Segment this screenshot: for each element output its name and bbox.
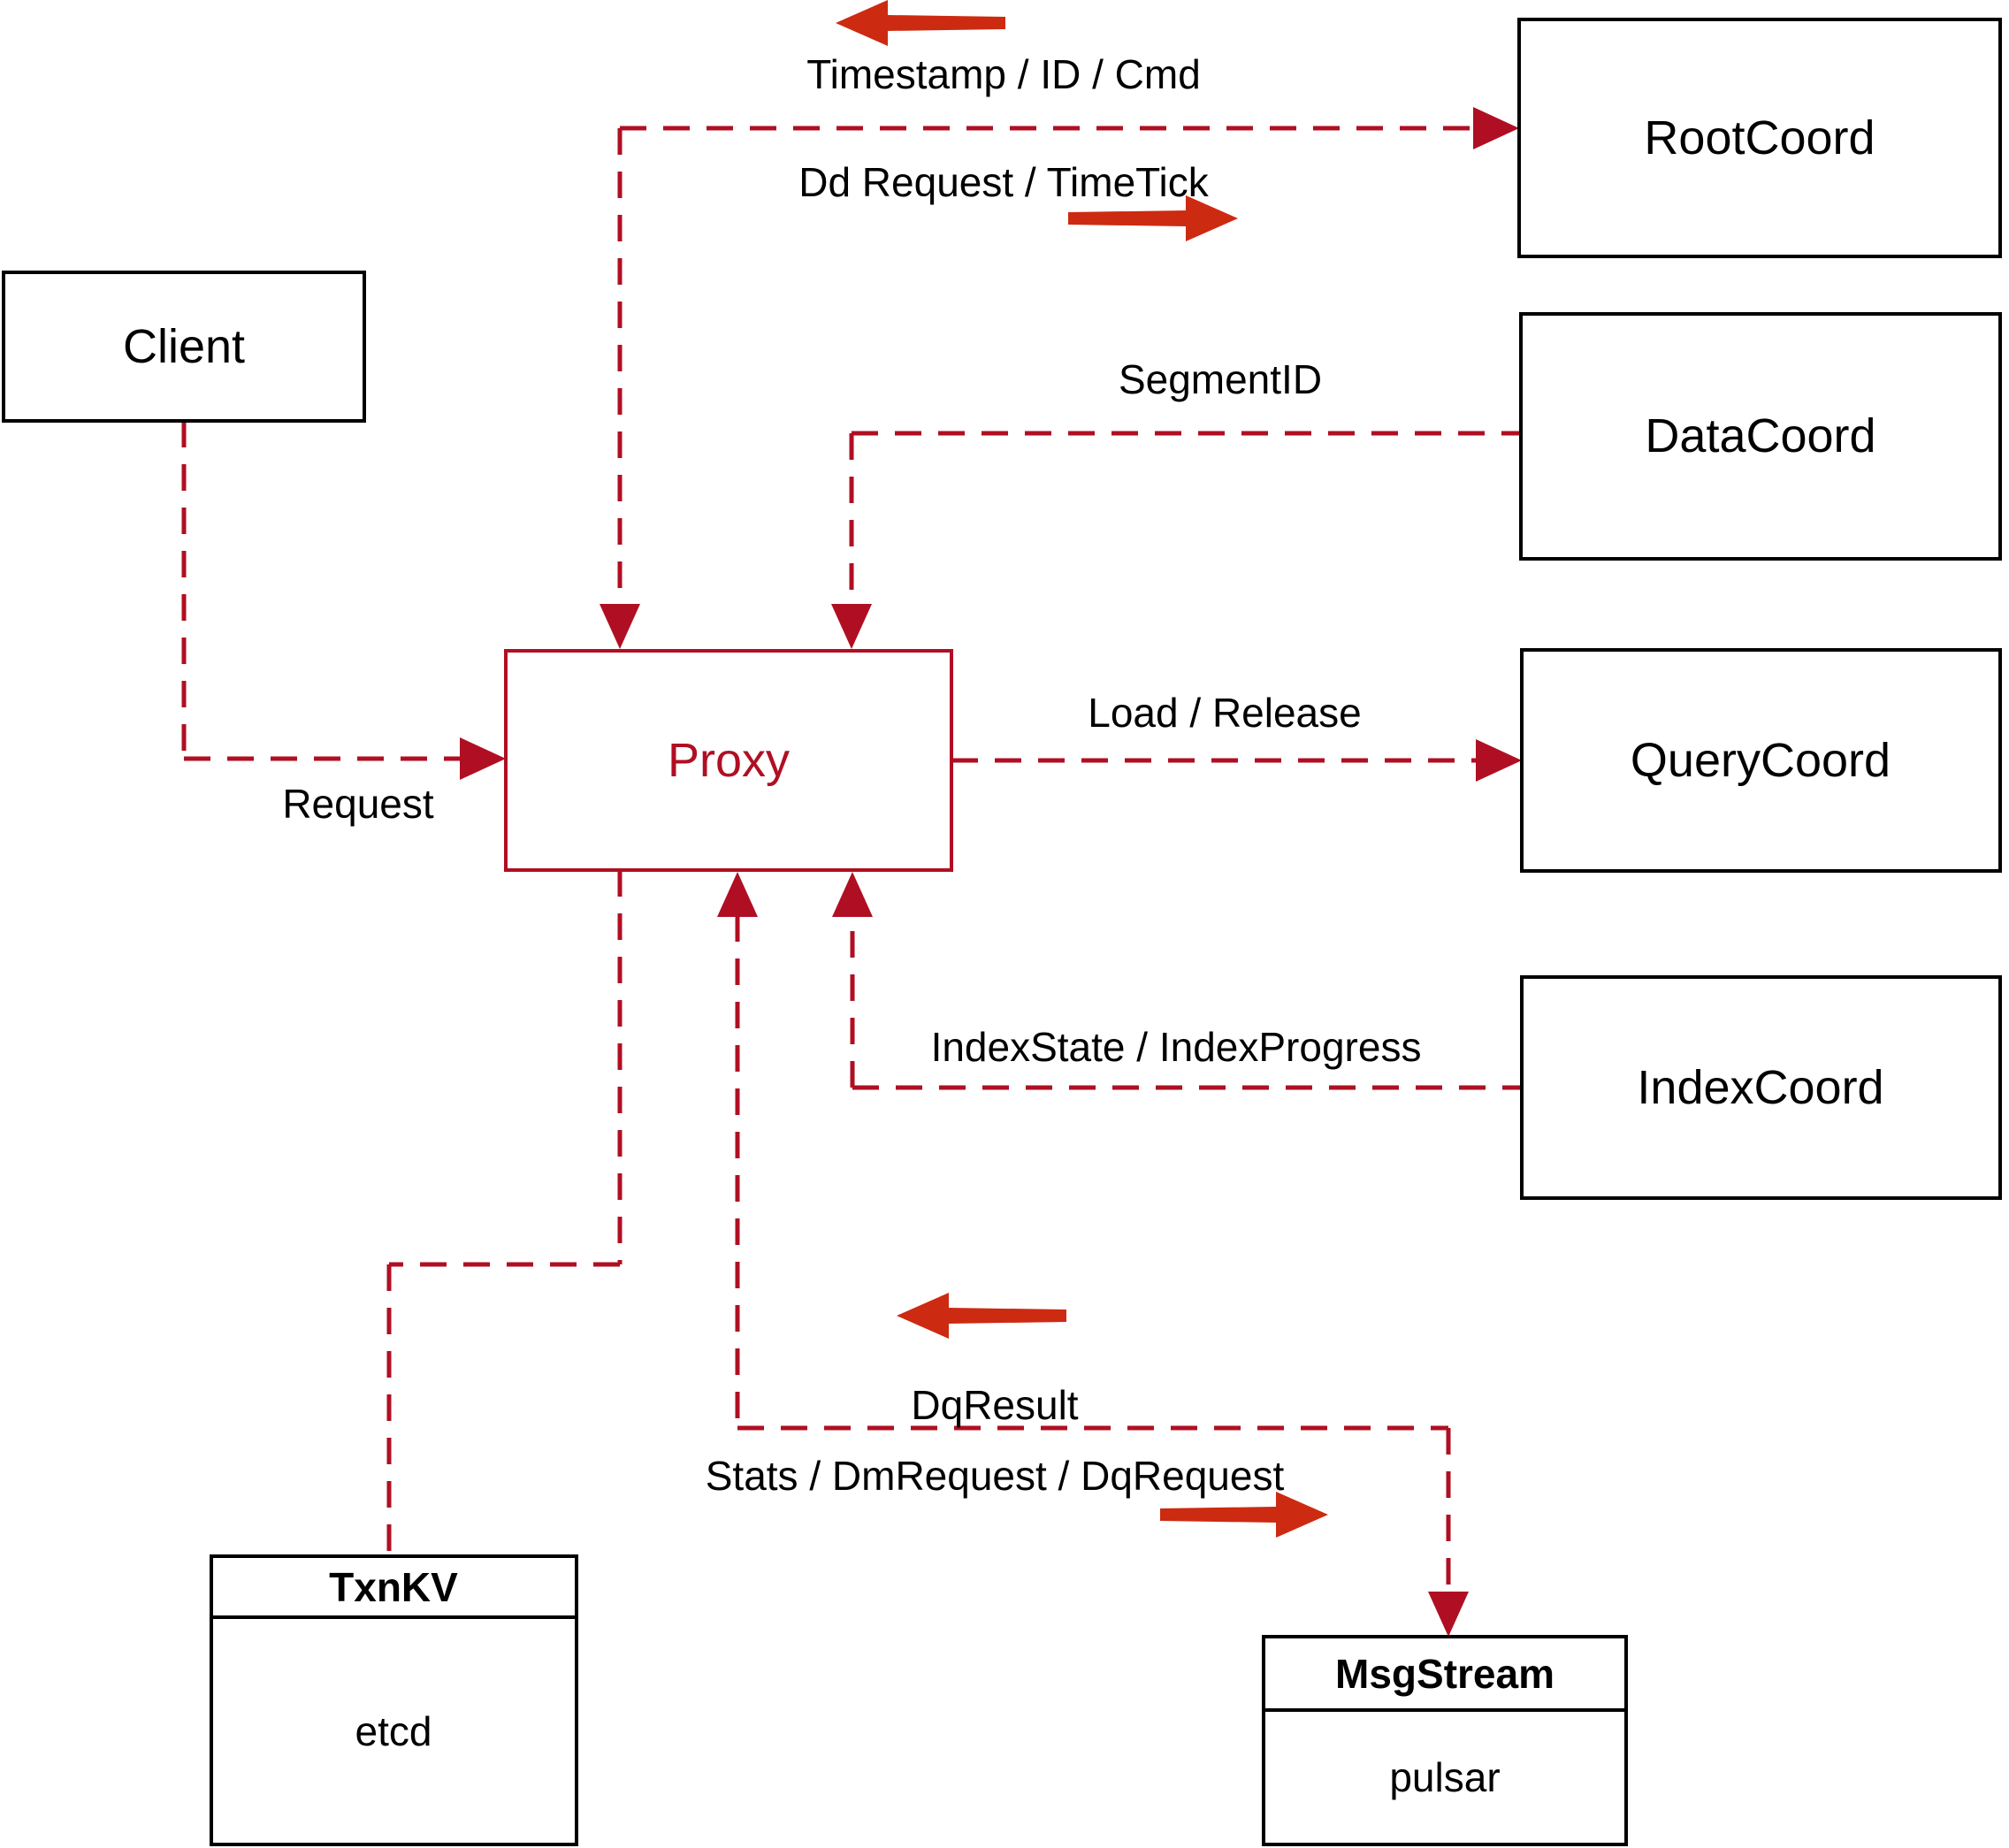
node-indexcoord: IndexCoord	[1520, 975, 2002, 1200]
arrowhead-into-rootcoord-icon	[1473, 107, 1519, 149]
msgstream-box	[1262, 1635, 1628, 1846]
txnkv-impl: etcd	[355, 1708, 432, 1754]
node-client: Client	[2, 271, 366, 423]
stats-right-arrow-icon	[1160, 1492, 1328, 1538]
arrowhead-into-proxy-bottom-left-icon	[717, 872, 758, 917]
arrowhead-into-proxy-top-right-icon	[831, 604, 872, 649]
edge-arrowheads	[460, 107, 1522, 1637]
edge-label-segment-id: SegmentID	[1119, 356, 1322, 402]
msgstream-impl: pulsar	[1389, 1754, 1500, 1800]
edge-lines	[181, 126, 1522, 1592]
node-txnkv: TxnKV etcd	[210, 1554, 578, 1846]
txnkv-title: TxnKV	[329, 1564, 458, 1610]
node-querycoord: QueryCoord	[1520, 648, 2002, 873]
client-box	[2, 271, 366, 423]
node-rootcoord: RootCoord	[1517, 18, 2002, 258]
client-label: Client	[123, 320, 245, 373]
edge-label-timestamp: Timestamp / ID / Cmd	[806, 51, 1201, 97]
edge-label-index-state: IndexState / IndexProgress	[931, 1024, 1422, 1070]
proxy-label: Proxy	[668, 734, 790, 787]
dqresult-left-arrow-icon	[897, 1293, 1066, 1339]
rootcoord-box	[1517, 18, 2002, 258]
node-proxy: Proxy	[504, 649, 953, 872]
txnkv-box	[210, 1554, 578, 1846]
arrowhead-into-querycoord-icon	[1476, 739, 1522, 782]
proxy-box	[504, 649, 953, 872]
indexcoord-label: IndexCoord	[1637, 1061, 1883, 1114]
ddrequest-right-arrow-icon	[1068, 195, 1238, 241]
querycoord-box	[1520, 648, 2002, 873]
arrowhead-into-proxy-bottom-right-icon	[832, 872, 873, 917]
datacoord-box	[1519, 312, 2002, 561]
rootcoord-label: RootCoord	[1644, 111, 1875, 164]
edge-label-load-release: Load / Release	[1088, 690, 1361, 736]
edge-label-dd-request: Dd Request / TimeTick	[798, 159, 1210, 205]
arrowhead-into-proxy-top-left-icon	[600, 604, 640, 649]
arrowhead-into-msgstream-icon	[1428, 1592, 1469, 1637]
node-datacoord: DataCoord	[1519, 312, 2002, 561]
node-msgstream: MsgStream pulsar	[1262, 1635, 1628, 1846]
direction-arrows	[836, 0, 1328, 1538]
edge-label-stats: Stats / DmRequest / DqRequest	[706, 1453, 1285, 1499]
querycoord-label: QueryCoord	[1631, 734, 1891, 787]
indexcoord-box	[1520, 975, 2002, 1200]
edge-label-dq-result: DqResult	[911, 1382, 1078, 1428]
edge-label-request: Request	[282, 781, 434, 827]
edge-labels: Timestamp / ID / Cmd Dd Request / TimeTi…	[282, 51, 1421, 1499]
msgstream-title: MsgStream	[1335, 1651, 1554, 1697]
timestamp-left-arrow-icon	[836, 0, 1005, 46]
arrowhead-into-proxy-left-icon	[460, 737, 506, 780]
datacoord-label: DataCoord	[1645, 409, 1875, 462]
